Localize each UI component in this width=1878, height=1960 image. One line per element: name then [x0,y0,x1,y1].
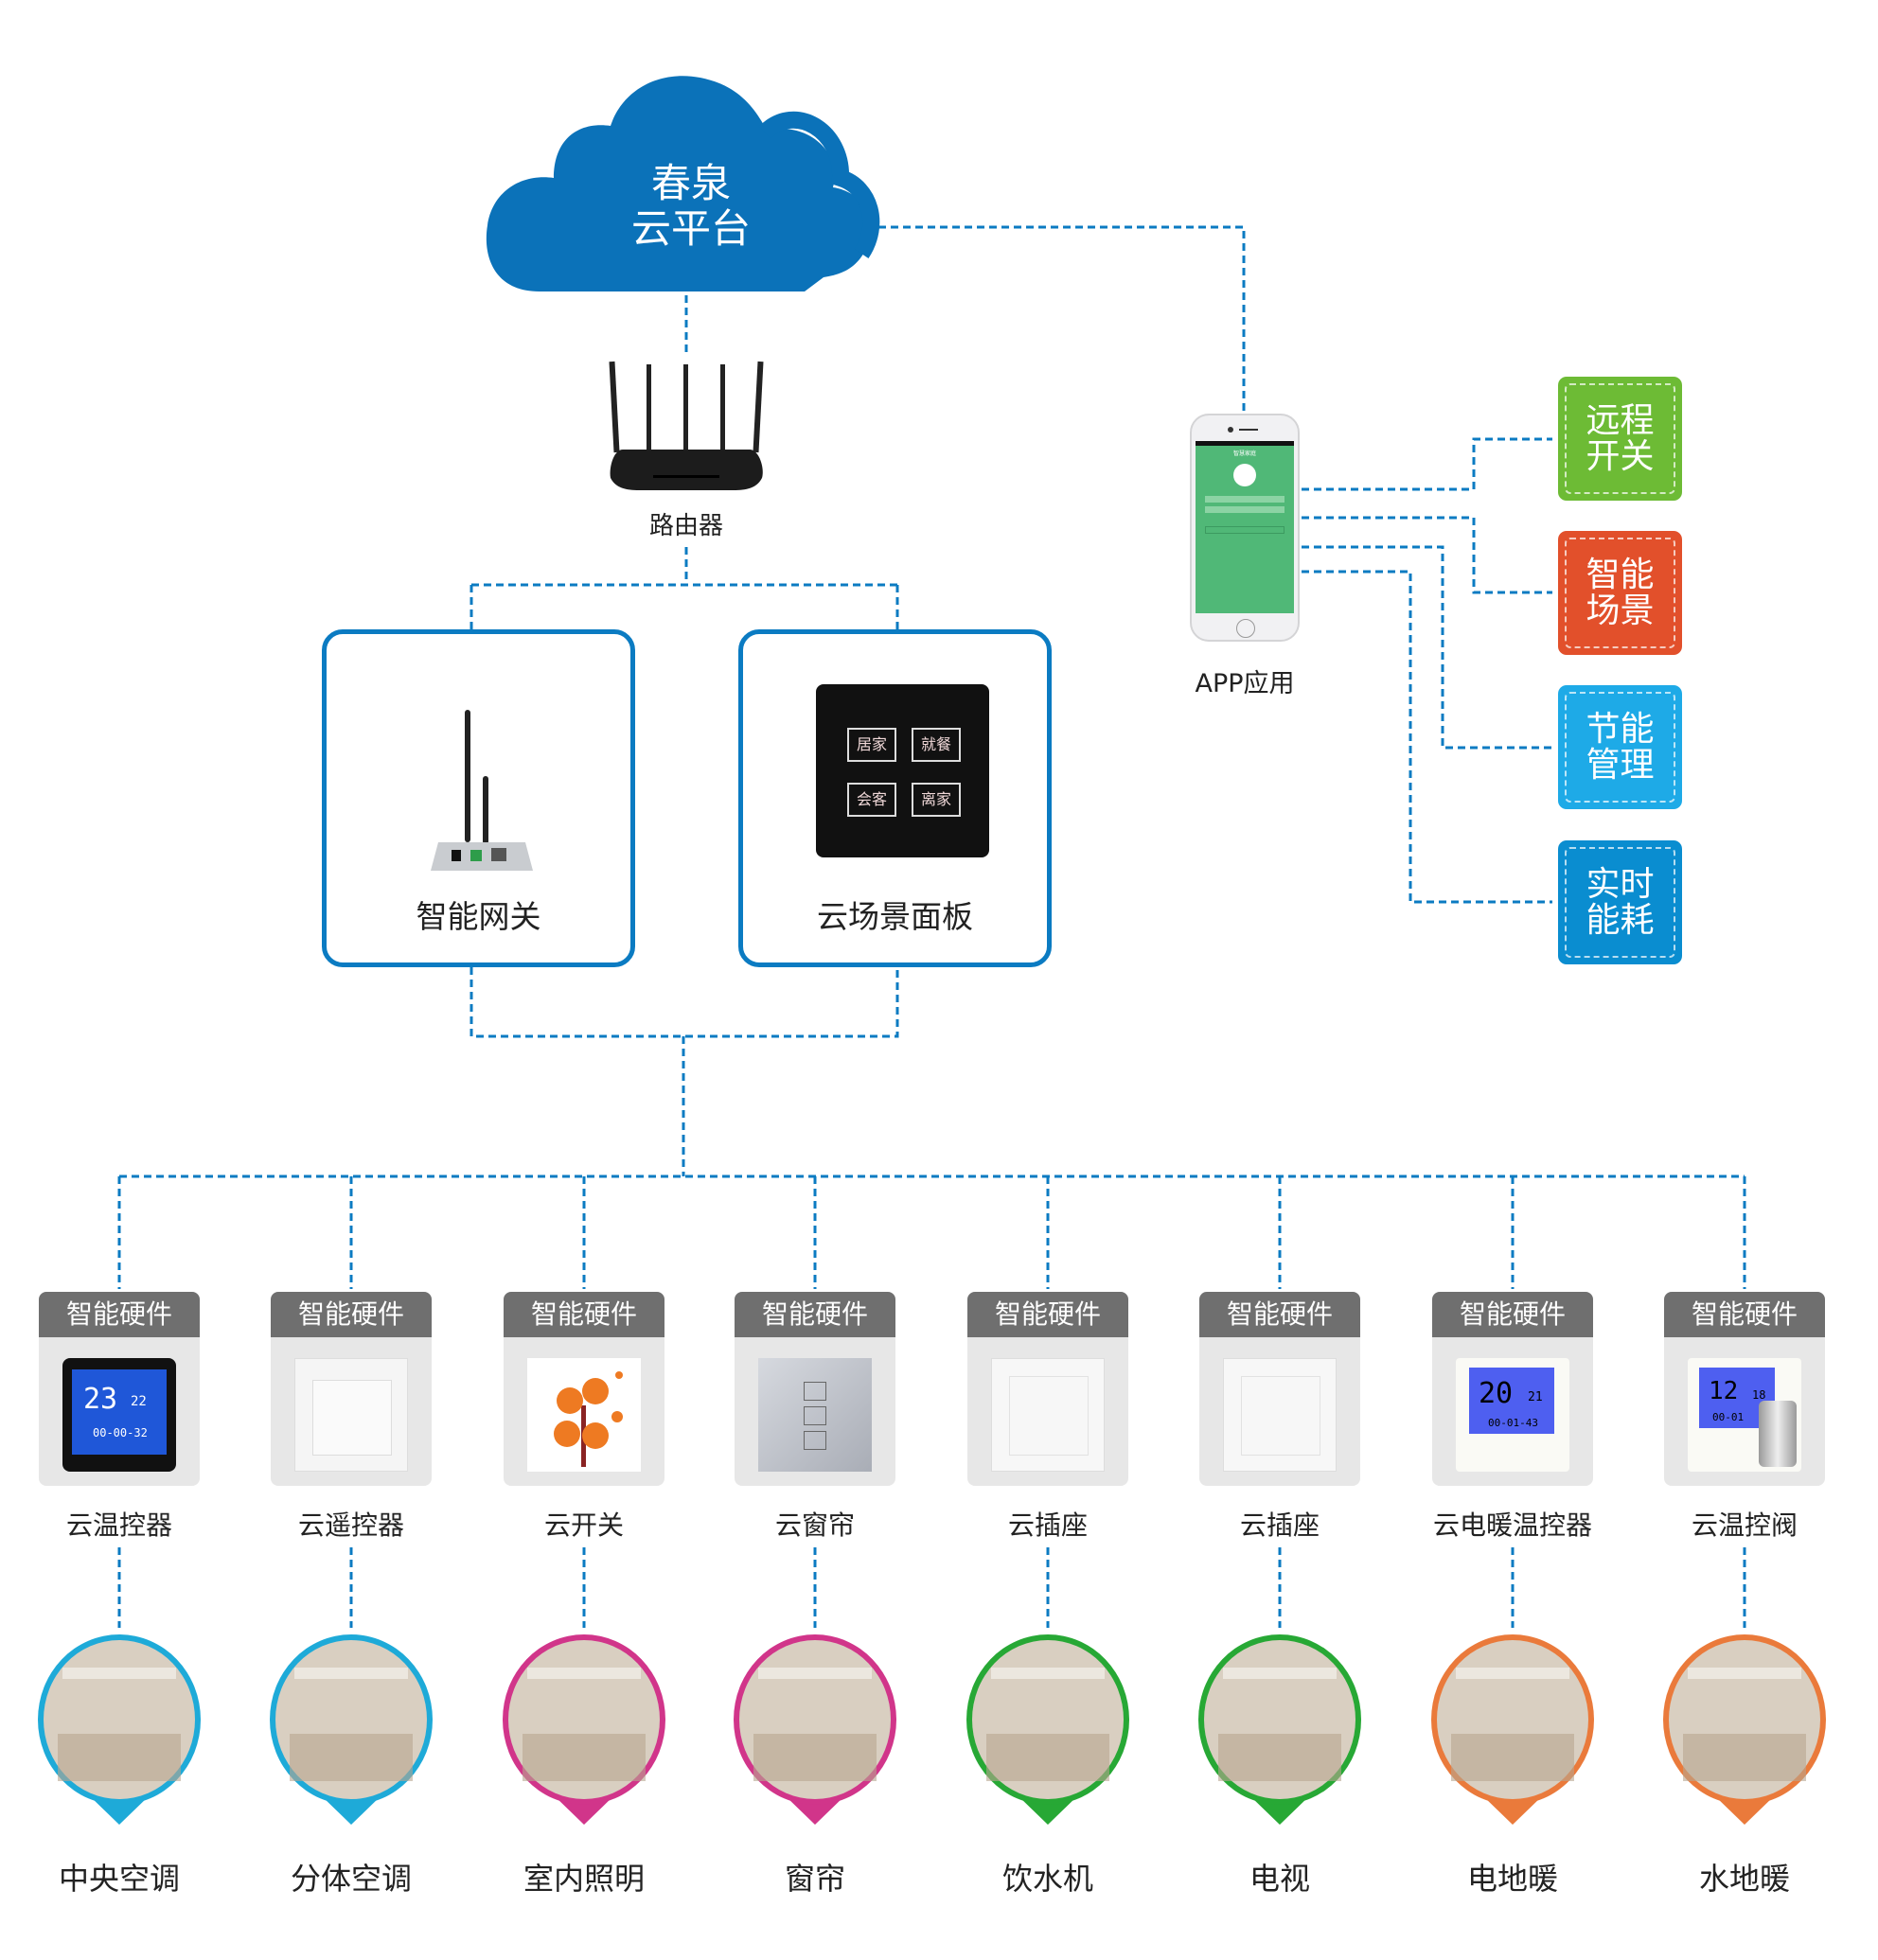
application-pin-icon[interactable] [34,1630,204,1828]
hardware-card-header: 智能硬件 [1664,1292,1825,1337]
hardware-card-header: 智能硬件 [39,1292,200,1337]
login-button[interactable] [1205,526,1284,534]
phone-app[interactable]: 智慧家庭 [1190,414,1300,642]
hardware-card[interactable]: 智能硬件 [967,1292,1128,1486]
application-pin-icon[interactable] [1659,1630,1830,1828]
cloud-title-line1: 春泉 [650,160,731,206]
application-label: 窗帘 [784,1861,845,1897]
phone-home-button [1236,619,1255,638]
phone-screen-title: 智慧家庭 [1232,450,1256,457]
password-field[interactable] [1205,506,1284,513]
line-app-feat1 [1302,437,1552,491]
hardware-card-header: 智能硬件 [1432,1292,1593,1337]
hardware-label: 云电暖温控器 [1432,1510,1592,1541]
hardware-card[interactable]: 智能硬件 [735,1292,895,1486]
router-label: 路由器 [648,512,723,540]
scene-panel-label: 云场景面板 [817,898,973,935]
line-nodes-bus [470,967,899,1176]
cloud-icon [486,76,880,291]
feature-label: 节能管理 [1586,709,1655,785]
application-pin-icon[interactable] [266,1630,436,1828]
application-pin-icon[interactable] [1427,1630,1598,1828]
application-pin-icon[interactable] [730,1630,900,1828]
socket-device [991,1358,1105,1472]
application-pin-icon[interactable] [1195,1630,1365,1828]
scene-panel-device: 居家 就餐 会客 离家 [816,684,989,857]
line-router-bracket [470,547,899,629]
phone-speaker [1239,429,1258,431]
application-pin-icon[interactable] [499,1630,669,1828]
gateway-device-icon [431,710,533,871]
remote-socket-device [294,1358,408,1472]
feature-smart-scene[interactable]: 智能场景 [1558,531,1682,655]
scene-panel-node[interactable]: 居家 就餐 会客 离家 云场景面板 [738,629,1052,967]
application-pin-icon[interactable] [963,1630,1133,1828]
hardware-card-header: 智能硬件 [735,1292,895,1337]
hardware-card-header: 智能硬件 [967,1292,1128,1337]
hardware-label: 云开关 [543,1510,624,1541]
feature-remote-switch[interactable]: 远程开关 [1558,377,1682,501]
hardware-label: 云窗帘 [774,1510,855,1541]
username-field[interactable] [1205,496,1284,503]
feature-energy-management[interactable]: 节能管理 [1558,685,1682,809]
application-label: 电视 [1249,1861,1310,1897]
application-label: 水地暖 [1698,1861,1790,1897]
hardware-card[interactable]: 智能硬件 [504,1292,664,1486]
hardware-card-header: 智能硬件 [271,1292,432,1337]
scene-button-away[interactable]: 离家 [912,783,961,817]
hardware-card[interactable]: 智能硬件 [271,1292,432,1486]
socket-device [1223,1358,1337,1472]
gateway-node[interactable]: 智能网关 [322,629,635,967]
application-label: 电地暖 [1466,1861,1558,1897]
cloud-title-line2: 云平台 [630,205,751,252]
app-label: APP应用 [1195,669,1295,698]
feature-label: 智能场景 [1586,555,1655,630]
app-logo-icon [1233,464,1256,486]
line-app-feat2 [1302,516,1552,594]
feature-realtime-consumption[interactable]: 实时能耗 [1558,840,1682,964]
curtain-switch-device [758,1358,872,1472]
cloud-platform-title: 春泉 云平台 [568,161,814,252]
switch-device [527,1358,641,1472]
line-cloud-app [866,225,1246,414]
line-app-feat4 [1302,570,1552,904]
feature-label: 实时能耗 [1586,864,1655,940]
feature-label: 远程开关 [1586,400,1655,476]
hardware-card[interactable]: 智能硬件 [1199,1292,1360,1486]
phone-camera [1228,427,1233,433]
scene-button-dining[interactable]: 就餐 [912,728,961,762]
hardware-label: 云温控器 [65,1510,172,1541]
gateway-label: 智能网关 [416,898,541,935]
hardware-label: 云插座 [1007,1510,1088,1541]
hardware-label: 云遥控器 [297,1510,404,1541]
phone-screen: 智慧家庭 [1196,441,1294,613]
hardware-card-header: 智能硬件 [1199,1292,1360,1337]
line-app-feat3 [1302,545,1552,750]
application-label: 饮水机 [1001,1861,1093,1897]
application-label: 中央空调 [58,1861,180,1897]
application-label: 室内照明 [523,1861,645,1897]
hardware-label: 云温控阀 [1691,1510,1798,1541]
scene-button-guest[interactable]: 会客 [847,783,896,817]
scene-button-home[interactable]: 居家 [847,728,896,762]
hardware-label: 云插座 [1239,1510,1320,1541]
router-icon [609,361,764,490]
application-label: 分体空调 [290,1861,412,1897]
hardware-card-header: 智能硬件 [504,1292,664,1337]
